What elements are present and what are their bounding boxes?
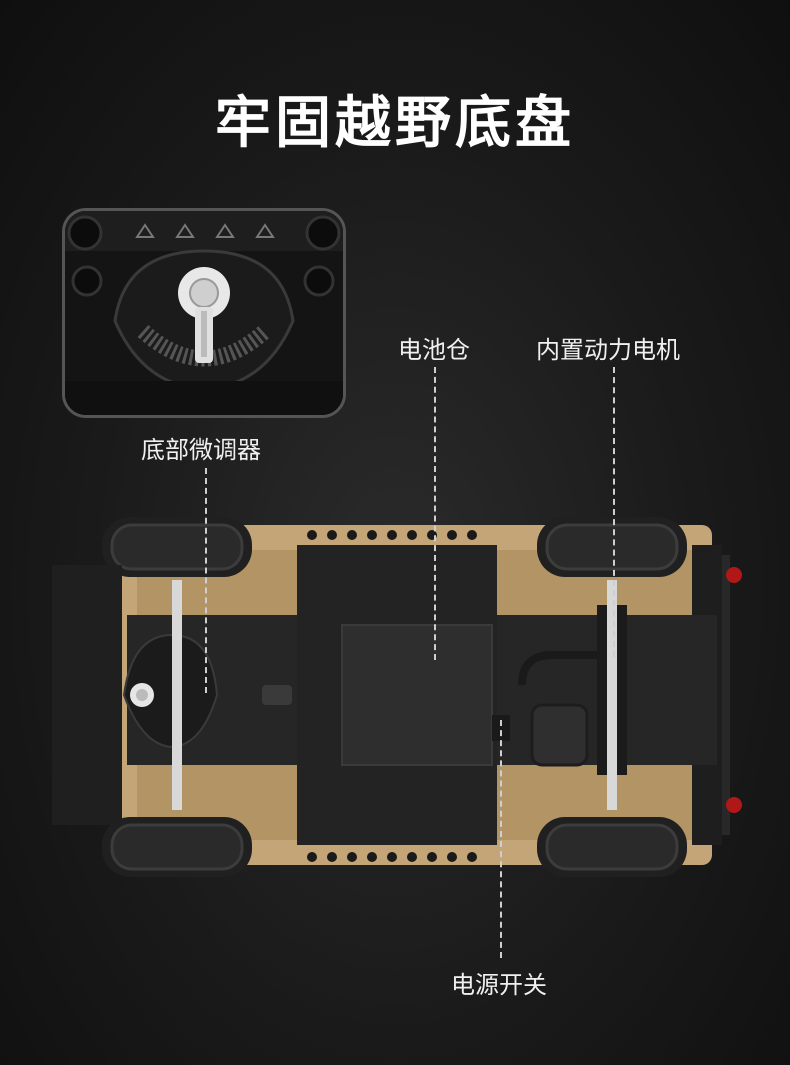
vehicle-underside	[52, 517, 742, 877]
power-switch-label: 电源开关	[451, 971, 547, 999]
adjuster-closeup	[62, 208, 346, 418]
wheel-icon	[537, 517, 687, 577]
motor-leader-line	[613, 367, 615, 657]
wheel-icon	[102, 817, 252, 877]
battery-label: 电池仓	[398, 336, 470, 364]
power-switch-leader-line	[500, 720, 502, 958]
adjuster-leader-line	[205, 468, 207, 693]
battery-leader-line	[434, 367, 436, 660]
dial-icon	[122, 633, 219, 749]
wheel-icon	[537, 817, 687, 877]
adjuster-label: 底部微调器	[141, 436, 261, 464]
adjuster-closeup-illustration	[65, 211, 343, 415]
wheel-icon	[102, 517, 252, 577]
motor-label: 内置动力电机	[536, 336, 680, 364]
page-title: 牢固越野底盘	[215, 91, 575, 156]
